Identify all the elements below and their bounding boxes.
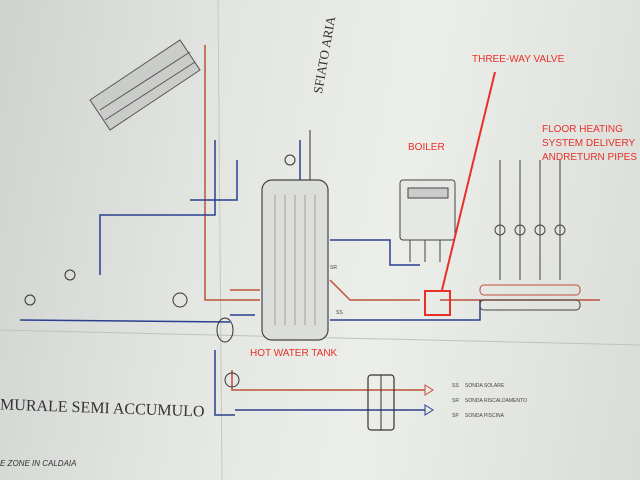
hot-water-tank-shape [261, 179, 329, 341]
legend-code-sp: SP [452, 413, 459, 419]
pump-icon [224, 372, 240, 388]
tank-probe-ss: SS [336, 310, 343, 316]
three-way-valve-highlight [424, 290, 451, 316]
boiler-label: BOILER [408, 142, 445, 153]
floor-manifold [479, 160, 581, 311]
legend-code-ss: SS [452, 383, 459, 389]
air-vent [284, 130, 311, 180]
boiler-shape [399, 179, 456, 262]
legend-label-sr: SONDA RISCALDAMENTO [465, 398, 527, 404]
three-way-valve-label: THREE-WAY VALVE [472, 54, 565, 65]
annotation-pointer [441, 71, 496, 291]
legend-label-ss: SONDA SOLARE [465, 383, 505, 389]
floor-heating-label-2: SYSTEM DELIVERY [542, 138, 636, 149]
hot-water-tank-label: HOT WATER TANK [250, 348, 338, 359]
floor-heating-label-3: ANDRETURN PIPES [542, 152, 638, 163]
solar-collector [89, 39, 201, 131]
cold-pipes [19, 140, 481, 416]
diagram-subtitle: E ZONE IN CALDAIA [0, 459, 77, 468]
legend-code-sr: SR [452, 398, 459, 404]
legend-label-sp: SONDA PISCINA [465, 413, 504, 419]
floor-heating-label-1: FLOOR HEATING [542, 124, 623, 135]
tank-probe-sr: SR [330, 265, 337, 271]
expansion-vessel-icon [216, 317, 234, 343]
